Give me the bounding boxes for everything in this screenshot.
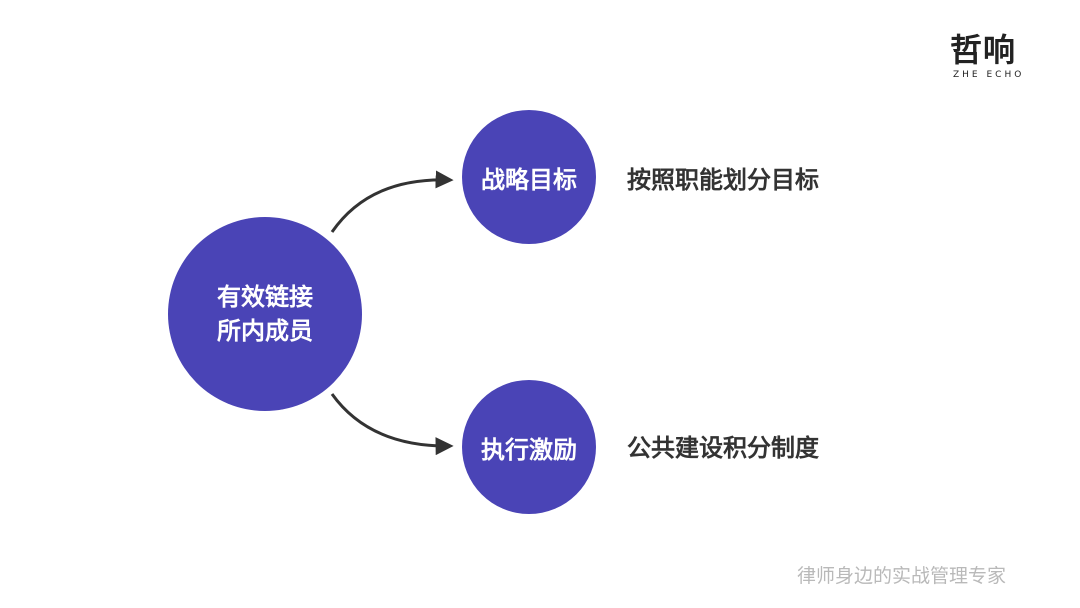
center-node-line-1: 有效链接 [217,283,313,311]
branch-node-strategy: 战略目标 [462,110,596,244]
brand-logo: 哲响 ZHE ECHO [944,30,1036,88]
center-node-line-2: 所内成员 [217,317,313,345]
branch-node-strategy-label: 战略目标 [481,165,577,194]
logo-mark: 哲响 [950,31,1017,69]
arrow-to-bottom-node [330,393,454,456]
branch-strategy-description: 按照职能划分目标 [627,166,819,194]
logo-subtitle: ZHE ECHO [953,70,1025,80]
branch-node-incentive-label: 执行激励 [481,435,577,464]
arrow-to-top-node [330,170,454,233]
center-node: 有效链接 所内成员 [168,217,362,411]
footer-slogan: 律师身边的实战管理专家 [797,565,1007,587]
branch-incentive-description: 公共建设积分制度 [627,434,819,462]
branch-node-incentive: 执行激励 [462,380,596,514]
